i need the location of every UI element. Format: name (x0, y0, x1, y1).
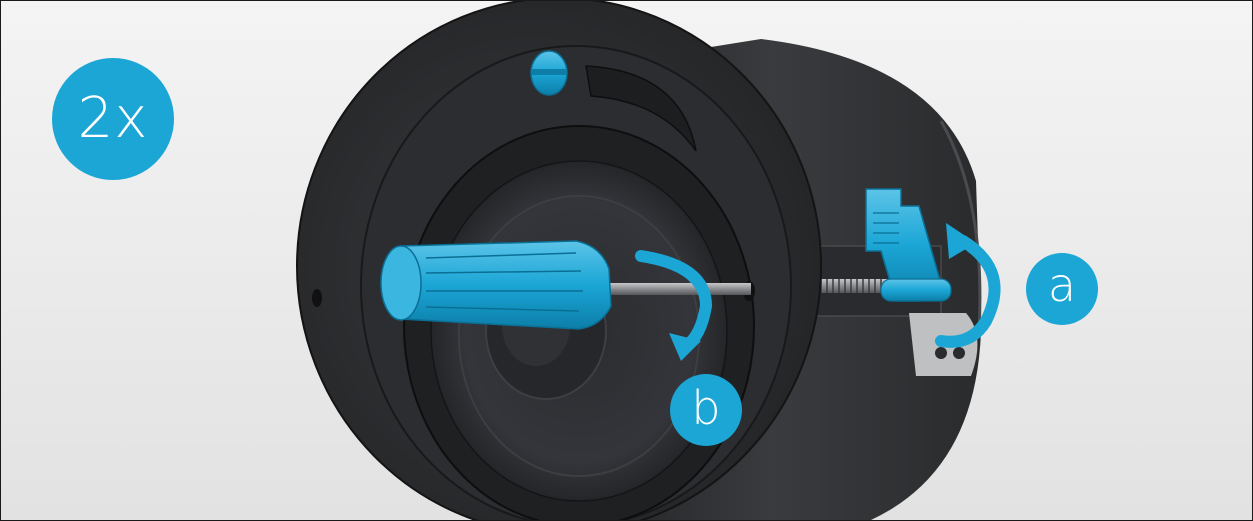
screwdriver-shaft (601, 283, 751, 295)
step-b-badge: b (670, 374, 742, 446)
screwdriver-icon (380, 240, 612, 330)
step-a-badge: a (1026, 253, 1098, 325)
rotate-arrow-b (635, 250, 713, 352)
screw-hole-left (312, 289, 322, 307)
quantity-badge: 2x (52, 58, 174, 180)
rotate-arrow-a (935, 235, 1001, 348)
